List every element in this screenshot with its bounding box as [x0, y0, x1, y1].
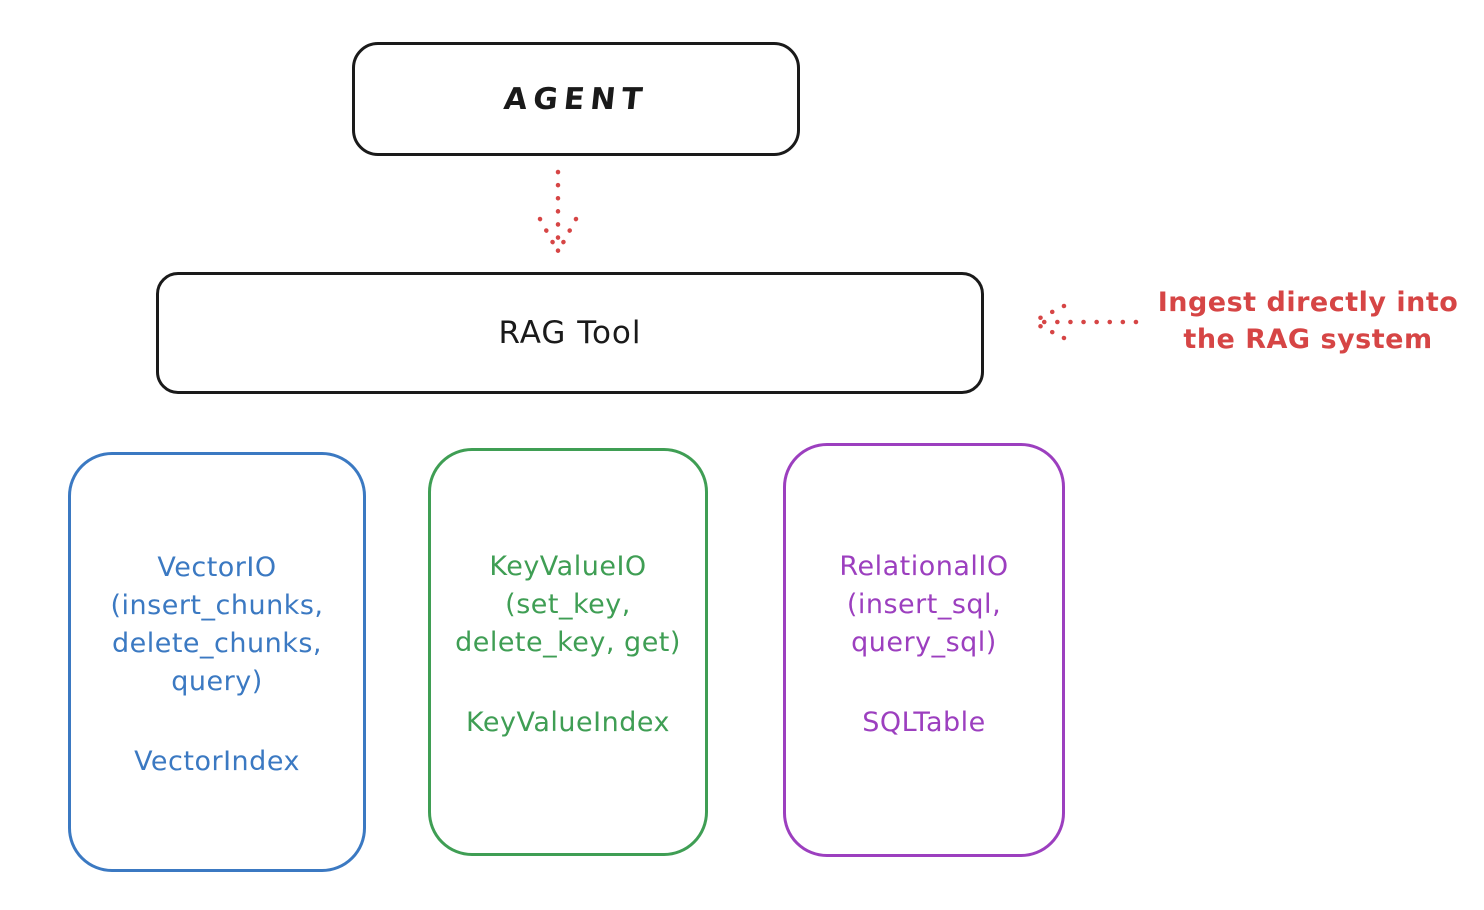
rag-tool-label: RAG Tool	[498, 315, 642, 351]
agent-label: AGENT	[502, 81, 650, 117]
rag-tool-node: RAG Tool	[156, 272, 984, 394]
ingest-annotation: Ingest directly into the RAG system	[1140, 284, 1476, 358]
ingest-annotation-line1: Ingest directly into	[1157, 287, 1459, 318]
vector-io-node: VectorIO (insert_chunks, delete_chunks, …	[68, 452, 366, 872]
ingest-annotation-line2: the RAG system	[1183, 324, 1433, 355]
backend-title: RelationalIO	[839, 551, 1009, 582]
backend-index-label: VectorIndex	[134, 746, 300, 777]
backend-method-line: (insert_chunks,	[110, 590, 324, 621]
backend-method-line: (set_key,	[505, 589, 631, 620]
relational-io-node: RelationalIO (insert_sql, query_sql) SQL…	[783, 443, 1065, 857]
backend-index-label: SQLTable	[862, 707, 986, 738]
backend-method-line: query_sql)	[851, 627, 997, 658]
backend-title: KeyValueIO	[489, 551, 647, 582]
keyvalue-io-node: KeyValueIO (set_key, delete_key, get) Ke…	[428, 448, 708, 856]
agent-to-rag-arrow	[537, 169, 579, 259]
backend-method-line: (insert_sql,	[846, 589, 1002, 620]
backend-method-line: delete_chunks,	[111, 628, 323, 659]
agent-node: AGENT	[352, 42, 800, 156]
backend-title: VectorIO	[157, 552, 277, 583]
backend-method-line: delete_key, get)	[455, 627, 681, 658]
ingest-arrow	[1029, 303, 1139, 341]
backend-index-label: KeyValueIndex	[466, 707, 670, 738]
backend-method-line: query)	[171, 666, 263, 697]
